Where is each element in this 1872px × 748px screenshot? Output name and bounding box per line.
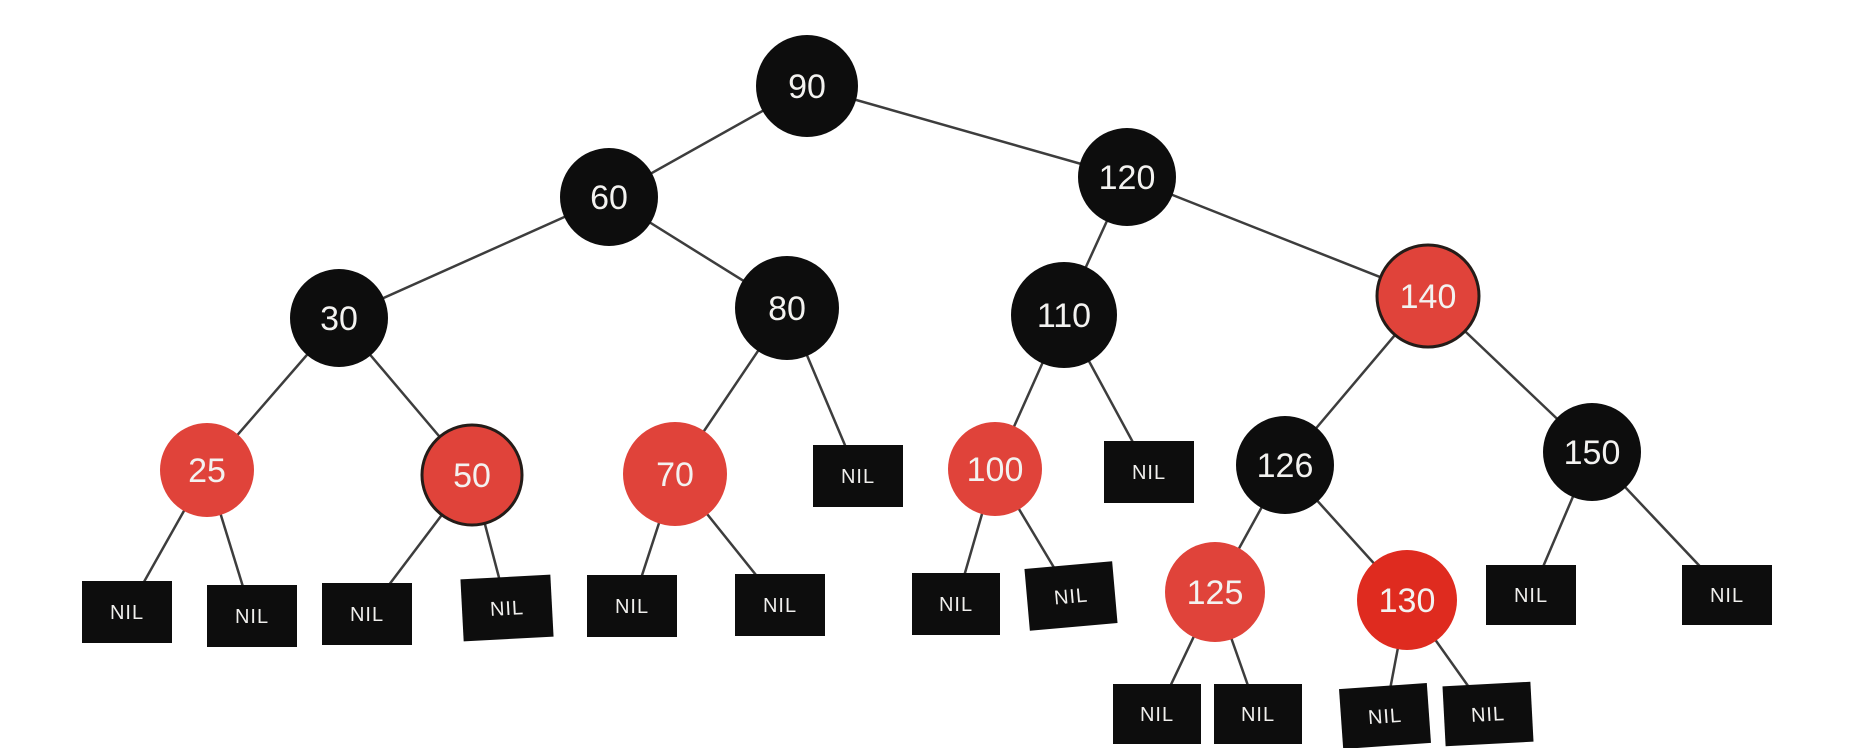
tree-node-126: 126 — [1236, 416, 1334, 514]
node-value-label: 120 — [1099, 159, 1156, 197]
nil-label: NIL — [110, 602, 144, 624]
node-value-label: 110 — [1037, 297, 1091, 335]
node-value-label: 90 — [788, 68, 826, 106]
black-node-circle — [1236, 416, 1334, 514]
tree-node-140: 140 — [1375, 243, 1481, 349]
nil-leaf-nil-100-r: NIL — [1024, 561, 1118, 631]
nil-box — [1104, 441, 1194, 503]
node-value-label: 130 — [1379, 582, 1436, 620]
red-node-circle — [160, 423, 254, 517]
node-value-label: 126 — [1257, 447, 1314, 485]
node-value-label: 25 — [188, 452, 226, 490]
nil-label: NIL — [841, 466, 875, 488]
nil-box — [813, 445, 903, 507]
tree-node-25: 25 — [160, 423, 254, 517]
tree-node-110: 110 — [1011, 262, 1117, 368]
nil-leaf-nil-125-r: NIL — [1214, 684, 1302, 744]
nil-box — [735, 574, 825, 636]
nil-box — [912, 573, 1000, 635]
nil-leaf-nil-150-r: NIL — [1682, 565, 1772, 625]
nil-box — [1214, 684, 1302, 744]
nil-leaf-nil-110-r: NIL — [1104, 441, 1194, 503]
red-node-circle — [623, 422, 727, 526]
nil-leaf-nil-130-r: NIL — [1442, 681, 1534, 747]
nil-label: NIL — [489, 597, 524, 621]
nil-label: NIL — [350, 604, 384, 626]
black-node-circle — [1011, 262, 1117, 368]
red-node-circle — [420, 423, 524, 527]
tree-node-70: 70 — [623, 422, 727, 526]
nil-leaf-nil-150-l: NIL — [1486, 565, 1576, 625]
tree-node-150: 150 — [1543, 403, 1641, 501]
tree-node-100: 100 — [948, 422, 1042, 516]
nil-label: NIL — [1470, 703, 1505, 727]
tree-node-80: 80 — [735, 256, 839, 360]
red-node-circle — [1165, 542, 1265, 642]
nil-label: NIL — [1241, 704, 1275, 726]
nil-label: NIL — [235, 606, 269, 628]
nil-label: NIL — [1367, 705, 1403, 729]
nil-leaf-nil-70-l: NIL — [587, 575, 677, 637]
nil-label: NIL — [1053, 585, 1089, 610]
black-node-circle — [735, 256, 839, 360]
tree-edge-60-30 — [338, 195, 610, 320]
node-value-label: 125 — [1187, 574, 1244, 612]
red-node-circle — [948, 422, 1042, 516]
tree-node-90: 90 — [756, 35, 858, 137]
nil-box — [587, 575, 677, 637]
node-value-label: 140 — [1400, 278, 1457, 316]
nil-leaf-nil-25-l: NIL — [82, 581, 172, 643]
nil-leaf-nil-25-r: NIL — [207, 585, 297, 647]
black-node-circle — [290, 269, 388, 367]
nil-leaf-nil-100-l: NIL — [912, 573, 1000, 635]
nil-box — [1682, 565, 1772, 625]
node-value-label: 150 — [1564, 434, 1621, 472]
node-value-label: 80 — [768, 290, 806, 328]
nil-box — [1442, 681, 1534, 747]
node-value-label: 50 — [453, 457, 491, 495]
black-node-circle — [756, 35, 858, 137]
nil-leaf-nil-50-l: NIL — [322, 583, 412, 645]
nil-box — [1113, 684, 1201, 744]
node-value-label: 100 — [967, 451, 1024, 489]
nil-box — [322, 583, 412, 645]
nil-leaf-nil-80-r: NIL — [813, 445, 903, 507]
nil-label: NIL — [1514, 585, 1548, 607]
tree-node-130: 130 — [1357, 550, 1457, 650]
nil-box — [1486, 565, 1576, 625]
nil-box — [460, 574, 554, 642]
black-node-circle — [1078, 128, 1176, 226]
tree-node-60: 60 — [560, 148, 658, 246]
tree-node-125: 125 — [1165, 542, 1265, 642]
node-value-label: 70 — [656, 456, 694, 494]
nil-box — [207, 585, 297, 647]
nil-label: NIL — [763, 595, 797, 617]
tree-edge-120-140 — [1126, 175, 1429, 298]
nil-label: NIL — [939, 594, 973, 616]
tree-node-30: 30 — [290, 269, 388, 367]
nil-leaf-nil-50-r: NIL — [460, 574, 554, 642]
nil-box — [1024, 561, 1118, 631]
nil-leaf-nil-70-r: NIL — [735, 574, 825, 636]
tree-edge-90-120 — [806, 84, 1128, 179]
nil-label: NIL — [1140, 704, 1174, 726]
nil-label: NIL — [615, 596, 649, 618]
node-value-label: 30 — [320, 300, 358, 338]
nil-label: NIL — [1710, 585, 1744, 607]
black-node-circle — [560, 148, 658, 246]
node-value-label: 60 — [590, 179, 628, 217]
nil-label: NIL — [1132, 462, 1166, 484]
nil-box — [82, 581, 172, 643]
red-node-circle — [1375, 243, 1481, 349]
nil-leaf-nil-125-l: NIL — [1113, 684, 1201, 744]
nil-box — [1339, 683, 1431, 748]
tree-node-50: 50 — [420, 423, 524, 527]
red-node-circle — [1357, 550, 1457, 650]
black-node-circle — [1543, 403, 1641, 501]
tree-node-120: 120 — [1078, 128, 1176, 226]
nil-leaf-nil-130-l: NIL — [1339, 683, 1431, 748]
